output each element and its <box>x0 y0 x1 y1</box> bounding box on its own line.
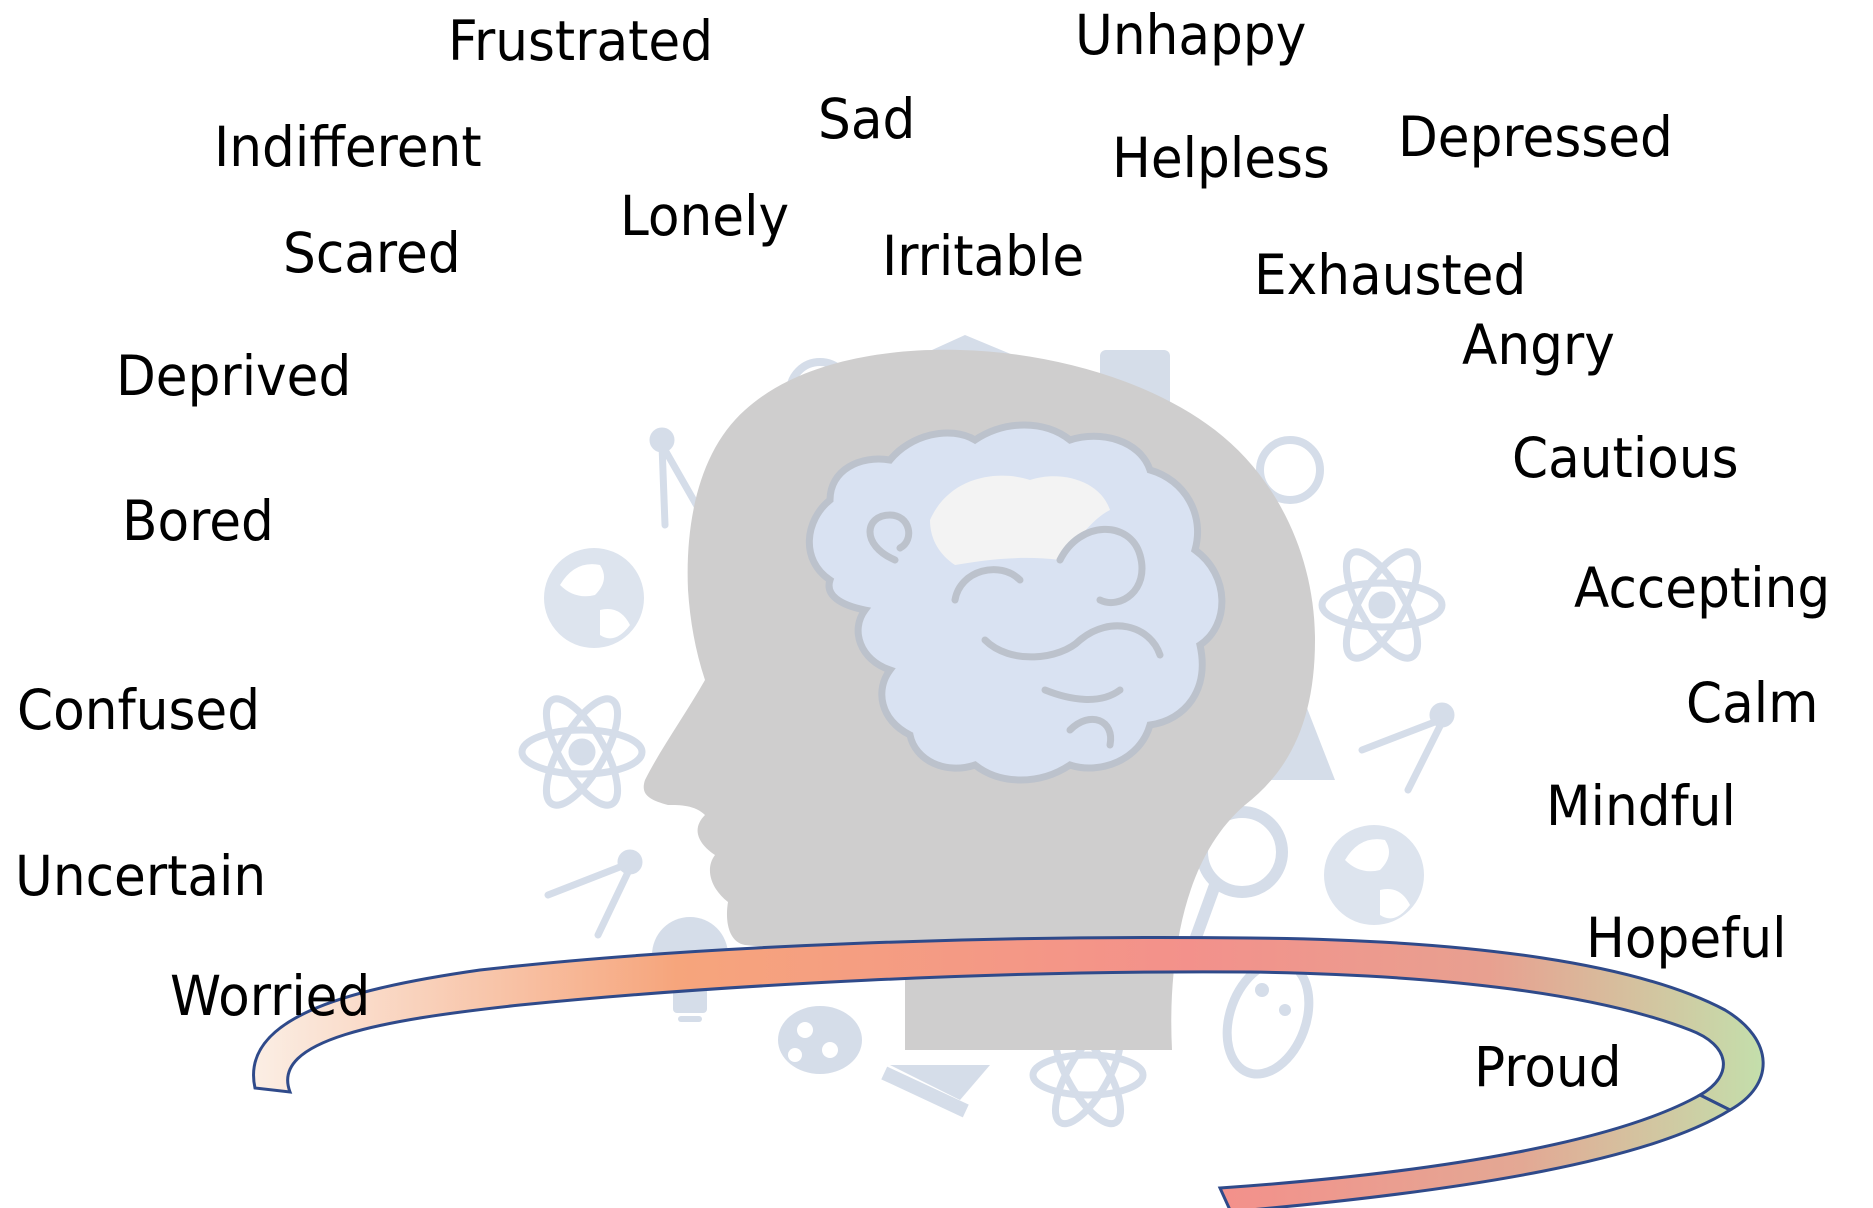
word-confused: Confused <box>17 683 260 738</box>
compass-icon <box>1362 706 1451 790</box>
atom-icon <box>522 689 642 815</box>
word-helpless: Helpless <box>1112 131 1330 186</box>
word-deprived: Deprived <box>116 349 351 404</box>
compass-icon <box>548 853 639 935</box>
atom-icon <box>1322 542 1442 668</box>
word-frustrated: Frustrated <box>448 14 713 69</box>
ruler-icon <box>881 1065 990 1117</box>
word-angry: Angry <box>1462 318 1615 373</box>
word-mindful: Mindful <box>1546 779 1736 834</box>
word-sad: Sad <box>818 92 915 147</box>
emotion-band-tail <box>1220 1095 1730 1208</box>
word-hopeful: Hopeful <box>1586 911 1786 966</box>
word-indifferent: Indifferent <box>214 120 482 175</box>
word-bored: Bored <box>122 494 274 549</box>
word-irritable: Irritable <box>882 229 1084 284</box>
word-proud: Proud <box>1474 1040 1622 1095</box>
word-exhausted: Exhausted <box>1254 248 1526 303</box>
word-scared: Scared <box>283 226 461 281</box>
globe-icon <box>1324 825 1424 925</box>
word-unhappy: Unhappy <box>1075 8 1306 63</box>
word-calm: Calm <box>1686 676 1819 731</box>
word-cautious: Cautious <box>1512 431 1739 486</box>
word-uncertain: Uncertain <box>15 849 266 904</box>
word-worried: Worried <box>170 969 370 1024</box>
word-lonely: Lonely <box>620 189 789 244</box>
globe-icon <box>544 548 644 648</box>
word-depressed: Depressed <box>1398 110 1673 165</box>
word-accepting: Accepting <box>1574 561 1830 616</box>
